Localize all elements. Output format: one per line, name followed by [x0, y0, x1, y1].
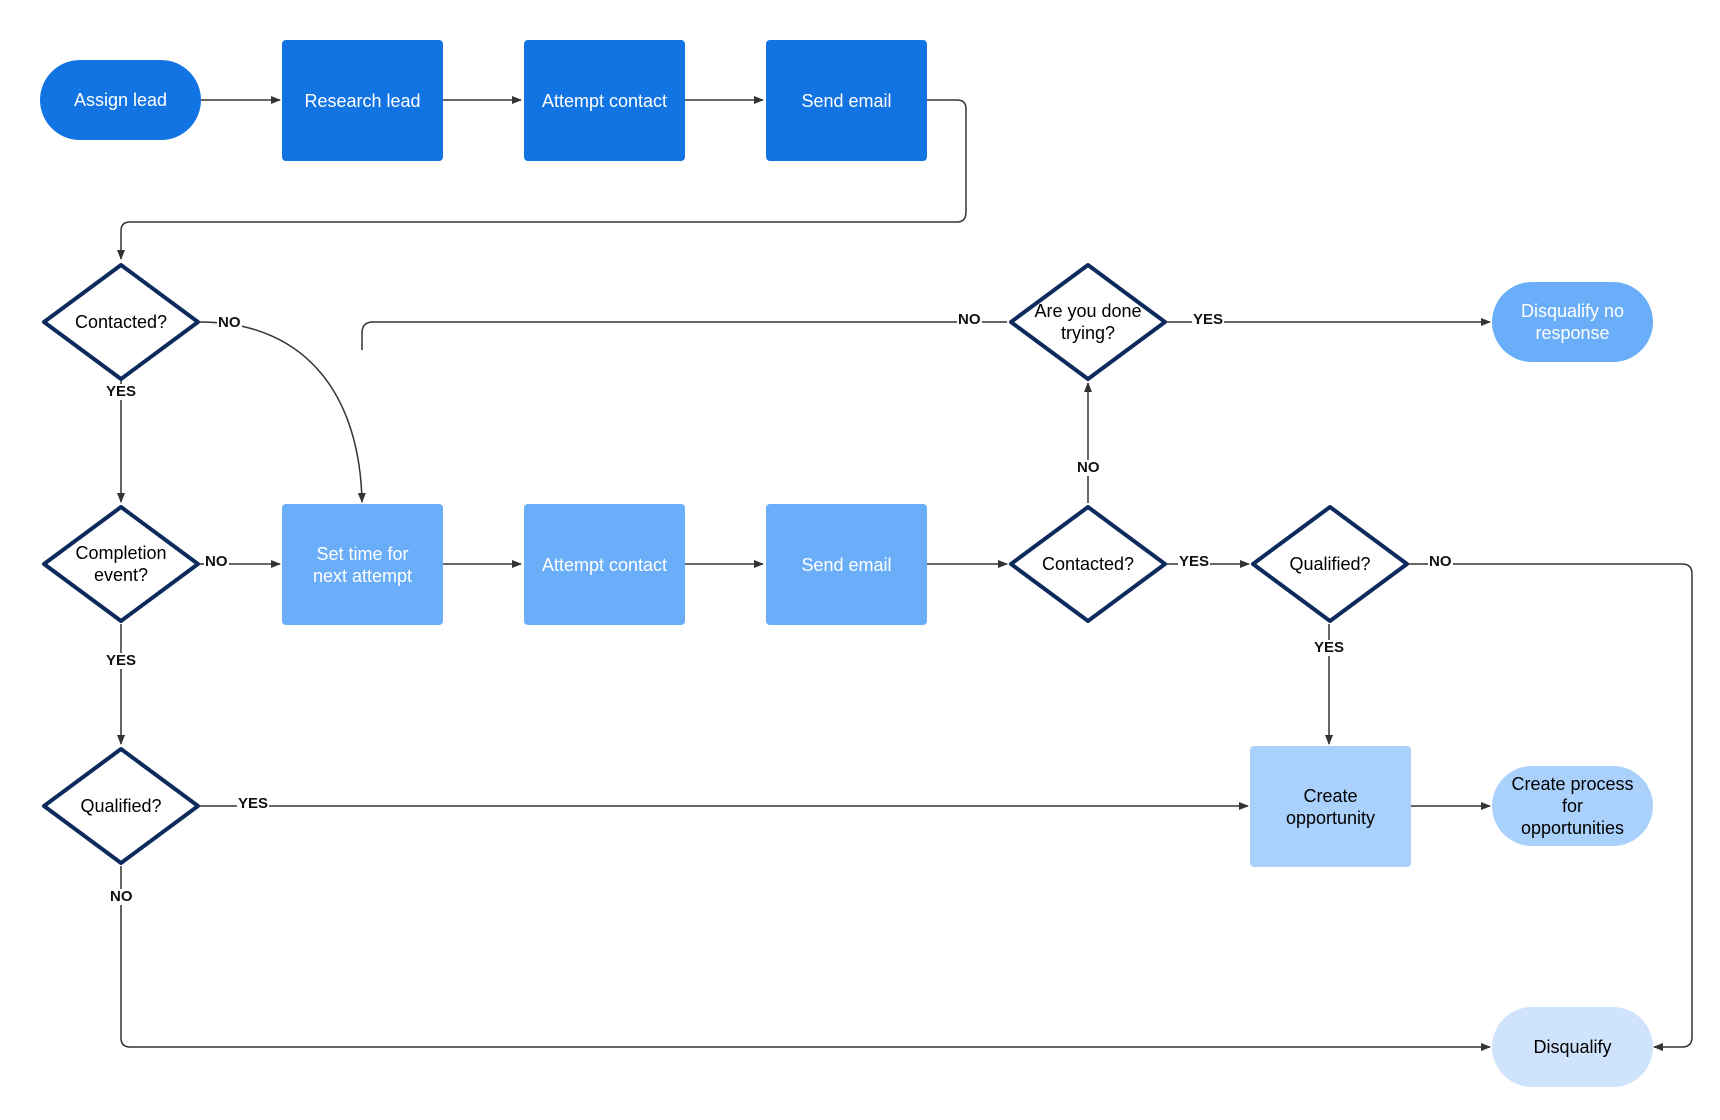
label-done-yes: YES	[1192, 311, 1225, 328]
edge-qualified-no-to-disqualify	[120, 866, 1491, 1051]
diamond-label: Contacted?	[74, 312, 168, 332]
node-disqualify-no-response: Disqualify no response	[1492, 282, 1653, 362]
label-qualified-1-no: NO	[109, 888, 134, 905]
label-contacted-1-yes: YES	[105, 383, 138, 400]
label-completion-yes: YES	[105, 652, 138, 669]
node-attempt-contact-2: Attempt contact	[524, 504, 685, 625]
node-create-opportunity: Create opportunity	[1250, 746, 1411, 867]
node-qualified-2: Qualified?	[1250, 504, 1410, 624]
node-attempt-contact-1: Attempt contact	[524, 40, 685, 161]
label-qualified-2-yes: YES	[1313, 639, 1346, 656]
node-disqualify: Disqualify	[1492, 1007, 1653, 1087]
diamond-label: Contacted?	[1041, 554, 1135, 574]
node-assign-lead: Assign lead	[40, 60, 201, 140]
node-contacted-2: Contacted?	[1008, 504, 1168, 624]
diamond-shape	[42, 263, 200, 381]
diamond-label: Are you done trying?	[1034, 301, 1142, 343]
node-research-lead: Research lead	[282, 40, 443, 161]
edge-contacted-no-to-settime	[199, 321, 366, 503]
node-are-you-done: Are you done trying?	[1008, 262, 1168, 382]
label-completion-no: NO	[204, 553, 229, 570]
diamond-shape	[42, 505, 200, 623]
node-set-time: Set time for next attempt	[282, 504, 443, 625]
node-completion-event: Completion event?	[41, 504, 201, 624]
diamond-shape	[1251, 505, 1409, 623]
diamond-shape	[1009, 263, 1167, 381]
label-contacted-1-no: NO	[217, 314, 242, 331]
edge-email-to-contacted	[117, 99, 967, 260]
node-contacted-1: Contacted?	[41, 262, 201, 382]
node-send-email-2: Send email	[766, 504, 927, 625]
node-send-email-1: Send email	[766, 40, 927, 161]
node-qualified-1: Qualified?	[41, 746, 201, 866]
diamond-shape	[42, 747, 200, 865]
diamond-shape	[1009, 505, 1167, 623]
diamond-label: Completion event?	[75, 543, 167, 585]
label-contacted-2-yes: YES	[1178, 553, 1211, 570]
edge-done-no-to-settime	[361, 321, 1007, 350]
diamond-label: Qualified?	[80, 796, 162, 816]
label-qualified-1-yes: YES	[237, 795, 270, 812]
node-create-process: Create process for opportunities	[1492, 766, 1653, 846]
label-done-no: NO	[957, 311, 982, 328]
label-qualified-2-no: NO	[1428, 553, 1453, 570]
diamond-label: Qualified?	[1289, 554, 1371, 574]
label-contacted-2-no: NO	[1076, 459, 1101, 476]
edge-qualified2-no-to-disqualify	[1409, 563, 1693, 1051]
